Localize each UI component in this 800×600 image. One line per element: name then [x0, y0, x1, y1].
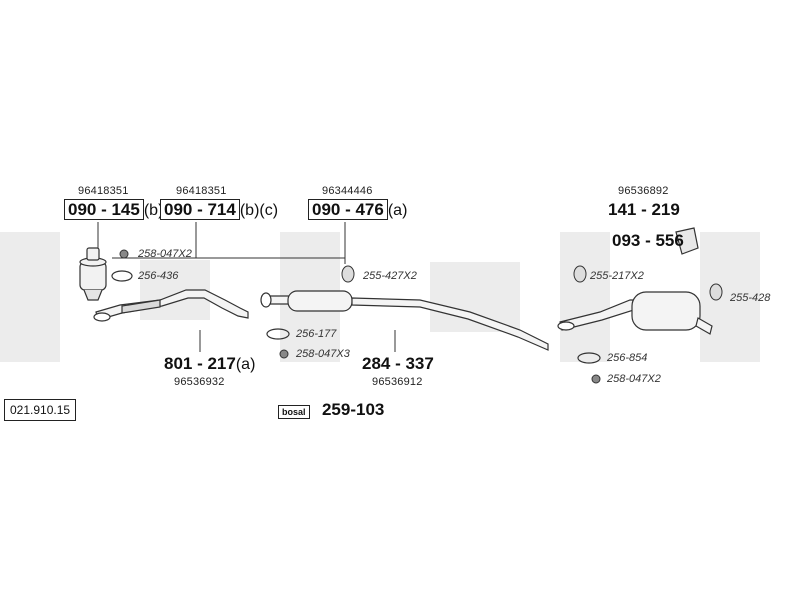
front-pipe: [93, 289, 249, 322]
accessory-label[interactable]: 256-854: [607, 352, 648, 364]
catalytic-converter: [79, 247, 107, 301]
accessory-label[interactable]: 256-177: [296, 328, 337, 340]
part-090-476[interactable]: 090 - 476(a): [308, 199, 408, 220]
part-suffix: (a): [387, 202, 408, 219]
accessory-label[interactable]: 258-047X2: [607, 373, 661, 385]
accessory-label[interactable]: 256-436: [138, 270, 179, 282]
part-090-714[interactable]: 090 - 714(b)(c): [160, 199, 279, 220]
gasket-symbol: [111, 270, 601, 364]
kit-code: 259-103: [321, 400, 385, 419]
oem-number: 96536892: [618, 185, 669, 197]
watermark-bar-6: [700, 232, 760, 362]
watermark-bar-1: [0, 232, 60, 362]
oem-number: 96536932: [174, 376, 225, 388]
brand-logo: bosal: [278, 405, 310, 419]
accessory-label[interactable]: 258-047X2: [138, 248, 192, 260]
part-284-337[interactable]: 284 - 337: [362, 354, 434, 373]
part-141-219[interactable]: 141 - 219: [608, 200, 680, 219]
heat-shield: [675, 227, 699, 255]
part-suffix: (a): [235, 356, 256, 373]
clamp-symbol: [119, 249, 601, 384]
centre-silencer: [260, 290, 549, 351]
part-code: 801 - 217: [164, 354, 236, 373]
watermark-bar-5: [560, 232, 610, 362]
oem-number: 96418351: [78, 185, 129, 197]
part-suffix: (b)(c): [239, 202, 279, 219]
hanger-symbol: [341, 265, 723, 301]
part-code: 090 - 476: [308, 199, 388, 220]
rear-muffler: [557, 291, 713, 335]
part-090-145[interactable]: 090 - 145(b): [64, 199, 164, 220]
part-code: 090 - 145: [64, 199, 144, 220]
part-suffix: (b): [143, 202, 164, 219]
part-093-556[interactable]: 093 - 556: [612, 231, 684, 250]
accessory-label[interactable]: 255-217X2: [590, 270, 644, 282]
oem-number: 96418351: [176, 185, 227, 197]
diagram-reference: 021.910.15: [4, 399, 77, 421]
accessory-label[interactable]: 258-047X3: [296, 348, 350, 360]
accessory-label[interactable]: 255-427X2: [363, 270, 417, 282]
oem-number: 96536912: [372, 376, 423, 388]
part-code: 090 - 714: [160, 199, 240, 220]
accessory-label[interactable]: 255-428: [730, 292, 771, 304]
oem-number: 96344446: [322, 185, 373, 197]
hardware-kit[interactable]: bosal 259-103: [278, 400, 384, 420]
part-801-217[interactable]: 801 - 217(a): [164, 354, 255, 374]
